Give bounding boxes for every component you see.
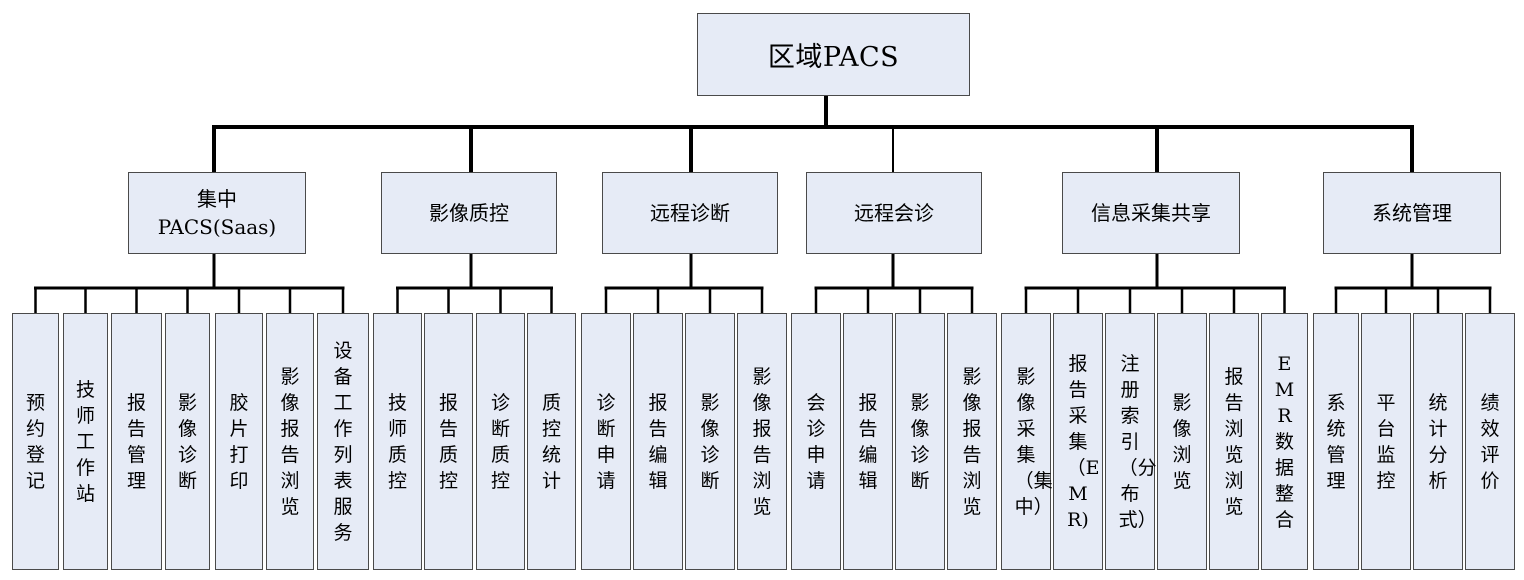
leaf-node-5-2-label: 统计分析 (1428, 391, 1448, 492)
leaf-node-2-0-label: 诊断申请 (596, 391, 616, 492)
leaf-node-4-5: EMR数据整合 (1261, 313, 1308, 570)
section-node-4: 信息采集共享 (1062, 172, 1240, 254)
leaf-node-2-2-label: 影像诊断 (700, 391, 720, 492)
leaf-node-2-1-label: 报告编辑 (648, 391, 668, 492)
leaf-node-4-4-label: 报告浏览浏览 (1224, 365, 1244, 518)
leaf-node-0-1-label: 技师工作站 (75, 378, 95, 505)
leaf-node-4-5-label: EMR数据整合 (1274, 352, 1295, 531)
leaf-node-3-0-label: 会诊申请 (806, 391, 826, 492)
leaf-node-4-1: 报告采集（EMR) (1053, 313, 1103, 570)
leaf-node-0-2-label: 报告管理 (126, 391, 146, 492)
leaf-node-4-1-label: 报告采集（EMR) (1066, 352, 1100, 531)
leaf-node-4-3: 影像浏览 (1157, 313, 1207, 570)
leaf-node-3-2-label: 影像诊断 (910, 391, 930, 492)
leaf-node-0-0: 预约登记 (12, 313, 59, 570)
leaf-node-5-3-label: 绩效评价 (1480, 391, 1500, 492)
leaf-node-1-2: 诊断质控 (476, 313, 525, 570)
leaf-node-3-1: 报告编辑 (843, 313, 893, 570)
leaf-node-2-0: 诊断申请 (581, 313, 631, 570)
leaf-node-0-6: 设备工作列表服务 (317, 313, 369, 570)
leaf-node-0-3-label: 影像诊断 (177, 391, 197, 492)
leaf-node-5-1-label: 平台监控 (1376, 391, 1396, 492)
leaf-node-1-1-label: 报告质控 (438, 391, 458, 492)
leaf-node-0-0-label: 预约登记 (25, 391, 45, 492)
section-node-5: 系统管理 (1323, 172, 1501, 254)
leaf-node-5-2: 统计分析 (1413, 313, 1463, 570)
section-node-5-label: 系统管理 (1372, 201, 1452, 225)
leaf-node-0-2: 报告管理 (111, 313, 162, 570)
leaf-node-0-3: 影像诊断 (165, 313, 210, 570)
section-node-3-label: 远程会诊 (854, 201, 934, 225)
leaf-node-1-1: 报告质控 (424, 313, 473, 570)
leaf-node-3-2: 影像诊断 (895, 313, 945, 570)
leaf-node-3-1-label: 报告编辑 (858, 391, 878, 492)
leaf-node-5-0: 系统管理 (1313, 313, 1359, 570)
leaf-node-4-4: 报告浏览浏览 (1209, 313, 1259, 570)
leaf-node-1-3-label: 质控统计 (541, 391, 561, 492)
leaf-node-3-3-label: 影像报告浏览 (962, 365, 982, 518)
section-node-2-label: 远程诊断 (650, 201, 730, 225)
leaf-node-0-5: 影像报告浏览 (266, 313, 314, 570)
leaf-node-2-1: 报告编辑 (633, 313, 683, 570)
section-node-4-label: 信息采集共享 (1091, 201, 1211, 225)
section-node-2: 远程诊断 (602, 172, 778, 254)
leaf-node-2-2: 影像诊断 (685, 313, 735, 570)
section-node-0: 集中 PACS(Saas) (128, 172, 306, 254)
leaf-node-5-3: 绩效评价 (1465, 313, 1515, 570)
leaf-node-2-3-label: 影像报告浏览 (752, 365, 772, 518)
leaf-node-1-0: 技师质控 (373, 313, 422, 570)
leaf-node-4-0-label: 影像采集（集中） (1014, 365, 1053, 518)
root-node-label: 区域PACS (767, 42, 900, 73)
section-node-1-label: 影像质控 (429, 201, 509, 225)
leaf-node-0-6-label: 设备工作列表服务 (333, 339, 353, 544)
leaf-node-4-3-label: 影像浏览 (1172, 391, 1192, 492)
leaf-node-4-0: 影像采集（集中） (1001, 313, 1053, 570)
root-node: 区域PACS (697, 13, 970, 96)
section-node-3: 远程会诊 (806, 172, 982, 254)
section-node-1: 影像质控 (381, 172, 557, 254)
leaf-node-3-0: 会诊申请 (791, 313, 841, 570)
leaf-node-0-5-label: 影像报告浏览 (280, 365, 300, 518)
leaf-node-1-3: 质控统计 (527, 313, 576, 570)
leaf-node-4-2-label: 注册索引（分布式） (1118, 352, 1157, 531)
leaf-node-1-2-label: 诊断质控 (490, 391, 510, 492)
leaf-node-5-0-label: 系统管理 (1326, 391, 1346, 492)
leaf-node-0-4: 胶片打印 (215, 313, 263, 570)
section-node-0-label: 集中 PACS(Saas) (157, 187, 277, 239)
leaf-node-4-2: 注册索引（分布式） (1105, 313, 1157, 570)
leaf-node-0-4-label: 胶片打印 (229, 391, 249, 492)
leaf-node-3-3: 影像报告浏览 (947, 313, 997, 570)
leaf-node-1-0-label: 技师质控 (387, 391, 407, 492)
leaf-node-5-1: 平台监控 (1361, 313, 1411, 570)
leaf-node-2-3: 影像报告浏览 (737, 313, 787, 570)
leaf-node-0-1: 技师工作站 (63, 313, 108, 570)
